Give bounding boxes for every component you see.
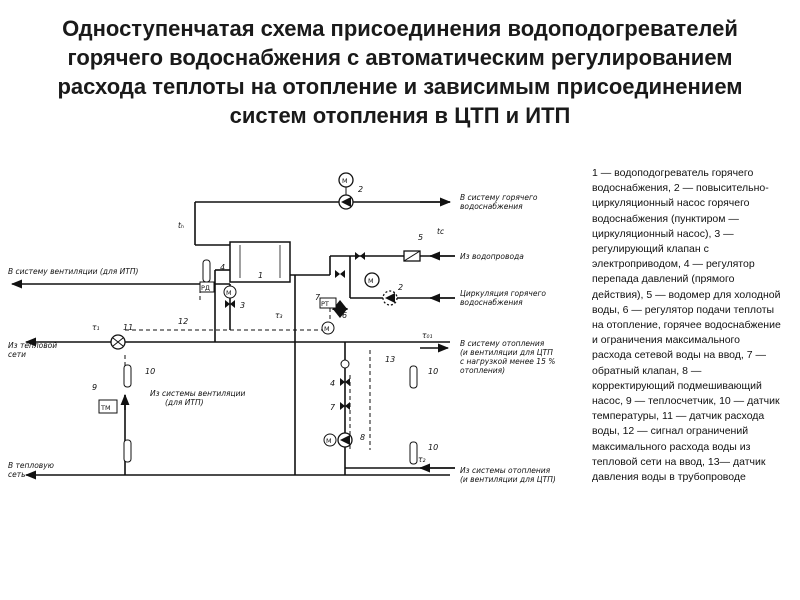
pd-label: РД [201,284,210,292]
check-valves [332,252,365,318]
tau2-symbol: τ₂ [418,455,426,464]
motor-label-3: М [226,289,232,297]
num-10a: 10 [145,367,155,376]
num-2b: 2 [398,283,403,292]
circulation-pump-2: М 2 [364,272,403,306]
label-to-heat-net-2: сеть [8,470,26,479]
control-valve-3: М 3 [223,285,245,310]
label-to-heating-1: В систему отопления [460,339,545,348]
motor-label-2: М [368,277,374,285]
num-7b: 7 [330,403,336,412]
num-11: 11 [123,323,133,332]
label-to-heating-3: с нагрузкой менее 15 % [460,357,555,366]
tau01-symbol: τ₀₁ [422,331,433,340]
label-hws-circ-1: Циркуляция горячего [460,289,546,298]
label-from-water-main: Из водопровода [460,252,524,261]
label-hws-circ-2: водоснабжения [460,298,523,307]
label-to-hws-2: водоснабжения [460,202,523,211]
tc-symbol: tc [437,227,445,236]
slide-title: Одноступенчатая схема присоединения водо… [57,16,743,128]
label-from-heating-1: Из системы отопления [460,466,551,475]
rt-label: РТ [321,300,329,308]
label-to-hws-1: В систему горячего [460,193,538,202]
motor-label-6: М [324,325,330,333]
num-10b: 10 [428,367,438,376]
motor-label-8: М [326,437,332,445]
main-pipes [10,197,455,480]
label-from-heat-net-2: сети [8,350,26,359]
motor-label: М [342,177,348,185]
num-13: 13 [385,355,395,364]
water-meter-5: 5 [403,233,423,262]
tau1-symbol: τ₁ [92,323,100,332]
label-from-vent-2: (для ИТП) [165,398,204,407]
th-symbol: tₕ [178,221,184,230]
num-9: 9 [92,383,97,392]
tau3-symbol: τ₃ [275,311,283,320]
num-2a: 2 [358,185,363,194]
label-from-heat-net-1: Из тепловой [8,341,57,350]
num-8: 8 [360,433,365,442]
label-to-heating-4: отопления) [460,366,505,375]
tm-label: ТМ [100,404,111,412]
num-12: 12 [178,317,188,326]
label-to-heating-2: (и вентиляции для ЦТП [460,348,553,357]
num-7c: 7 [315,293,321,302]
signal-lines [124,290,371,450]
legend-text: 1 — водоподогреватель горячего водоснабж… [592,167,781,484]
slide-title-container: Одноступенчатая схема присоединения водо… [40,14,760,166]
heat-supply-scheme-diagram: 1 М 2 М 2 5 М 3 РД 4 [8,172,556,484]
num-7a: 4 [330,379,335,388]
mixing-pump-8: М 8 [323,432,365,448]
num-10c: 10 [428,443,438,452]
heat-meter-9: ТМ 9 [92,383,118,414]
heat-regulator-6: РТ М 6 [319,297,347,335]
temp-sensors-10 [123,259,418,465]
label-from-heating-2: (и вентиляции для ЦТП) [460,475,556,484]
label-to-heat-net-1: В тепловую [8,461,54,470]
label-from-vent-1: Из системы вентиляции [150,389,246,398]
hws-pump-2-top: М 2 [338,172,363,210]
check-valves-7 [340,359,350,410]
num-3: 3 [240,301,245,310]
num-4: 4 [220,263,225,272]
flow-sensor-11: 11 [110,323,133,350]
label-to-vent: В систему вентиляции (для ИТП) [8,267,138,276]
num-1: 1 [258,271,263,280]
num-6: 6 [342,311,347,320]
num-5: 5 [418,233,423,242]
